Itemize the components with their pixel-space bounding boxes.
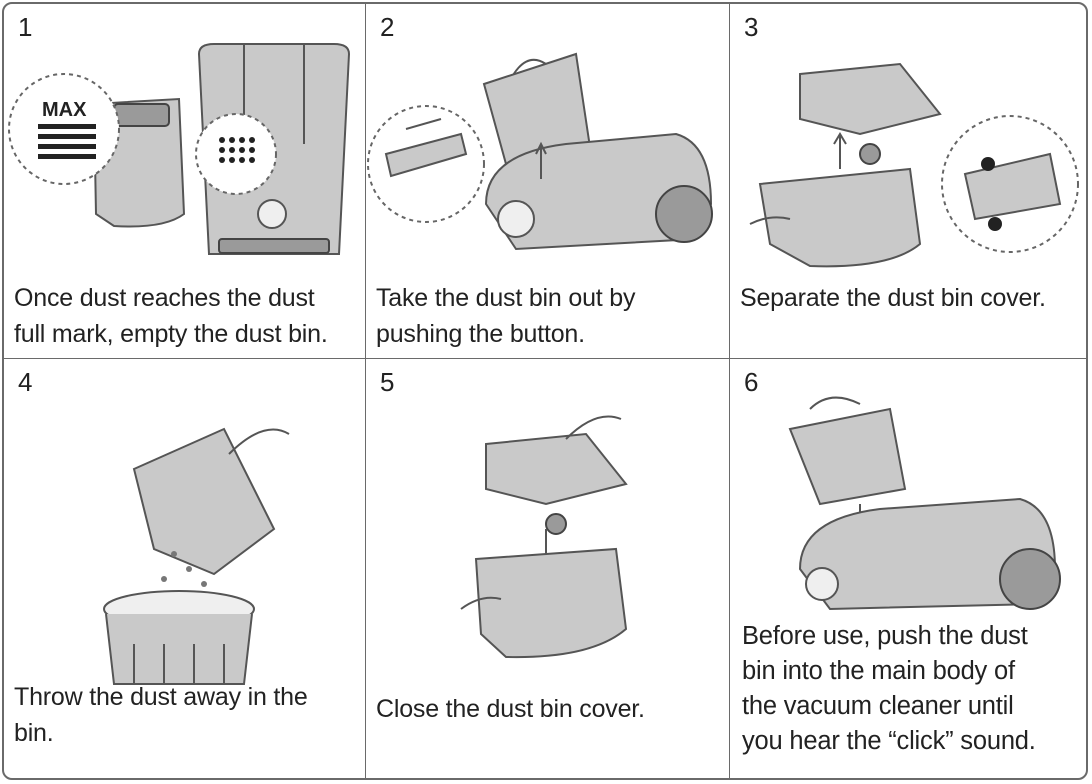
step-number: 3 — [744, 12, 759, 42]
step-2: 2 Take the dust bin out by pushing the b… — [366, 4, 730, 359]
caption-line: Once dust reaches the dust — [14, 284, 315, 312]
caption-line: Before use, push the dust — [742, 622, 1028, 650]
step-caption: Separate the dust bin cover. — [740, 280, 1046, 316]
step-number: 2 — [380, 12, 395, 42]
max-label: MAX — [42, 99, 87, 121]
dust-bin-illustration — [788, 407, 907, 506]
arrow-icon — [405, 118, 442, 130]
caption-line: the vacuum cleaner until — [742, 692, 1014, 720]
step-1: MAX 1 Once dust reaches the dust full ma… — [4, 4, 366, 359]
step-caption: Throw the dust away in the bin. — [14, 679, 308, 751]
step-caption: Before use, push the dust bin into the m… — [742, 619, 1036, 759]
step-6-illustration — [788, 396, 1061, 611]
arrow-icon — [833, 132, 847, 169]
step-caption: Close the dust bin cover. — [376, 691, 645, 727]
step-number: 4 — [18, 367, 33, 397]
dust-bin-illustration — [474, 547, 628, 659]
step-6: 6 Before use, push the dust bin into the… — [730, 359, 1086, 778]
step-3-illustration — [749, 62, 1079, 268]
caption-line: bin. — [14, 719, 54, 747]
step-3: 3 Separate the dust bin cover. — [730, 4, 1086, 359]
caption-line: full mark, empty the dust bin. — [14, 320, 328, 348]
step-4-illustration — [103, 427, 290, 685]
caption-line: Take the dust bin out by — [376, 284, 636, 312]
hand-illustration — [565, 415, 622, 440]
step-number: 5 — [380, 367, 395, 397]
step-marker-2 — [981, 157, 995, 171]
caption-line: Close the dust bin cover. — [376, 695, 645, 723]
step-number: 1 — [18, 12, 33, 42]
vacuum-cleaner-illustration — [798, 497, 1057, 611]
full-mark-callout — [195, 113, 277, 195]
caption-line: bin into the main body of — [742, 657, 1015, 685]
dial-icon — [257, 199, 287, 229]
hand-illustration — [749, 216, 791, 225]
caption-line: Separate the dust bin cover. — [740, 284, 1046, 312]
step-caption: Once dust reaches the dust full mark, em… — [14, 280, 328, 352]
caption-line: Throw the dust away in the — [14, 683, 308, 711]
dust-bin-illustration — [132, 427, 276, 576]
step-number: 6 — [744, 367, 759, 397]
step-4: 4 Throw the dust away in the bin. — [4, 359, 366, 778]
dust-bin-illustration — [758, 167, 922, 268]
full-mark-icon — [219, 137, 255, 163]
hand-illustration — [809, 396, 861, 410]
step-2-illustration — [367, 52, 713, 251]
hand-illustration — [228, 428, 290, 455]
step-5: 5 Close the dust bin cover. — [366, 359, 730, 778]
step-5-illustration — [460, 415, 628, 659]
caption-line: you hear the “click” sound. — [742, 727, 1036, 755]
arrow-icon — [535, 141, 547, 179]
hand-illustration — [460, 596, 502, 610]
vacuum-cleaner-illustration — [484, 132, 713, 251]
caption-line: pushing the button. — [376, 320, 585, 348]
steps-grid: MAX 1 Once dust reaches the dust full ma… — [4, 4, 1086, 778]
step-marker-1 — [988, 217, 1002, 231]
step-1-illustration: MAX — [8, 43, 351, 255]
step-caption: Take the dust bin out by pushing the but… — [376, 280, 635, 352]
dust-bin-cover-illustration — [799, 62, 942, 136]
dust-bin-cover-illustration — [485, 432, 628, 506]
